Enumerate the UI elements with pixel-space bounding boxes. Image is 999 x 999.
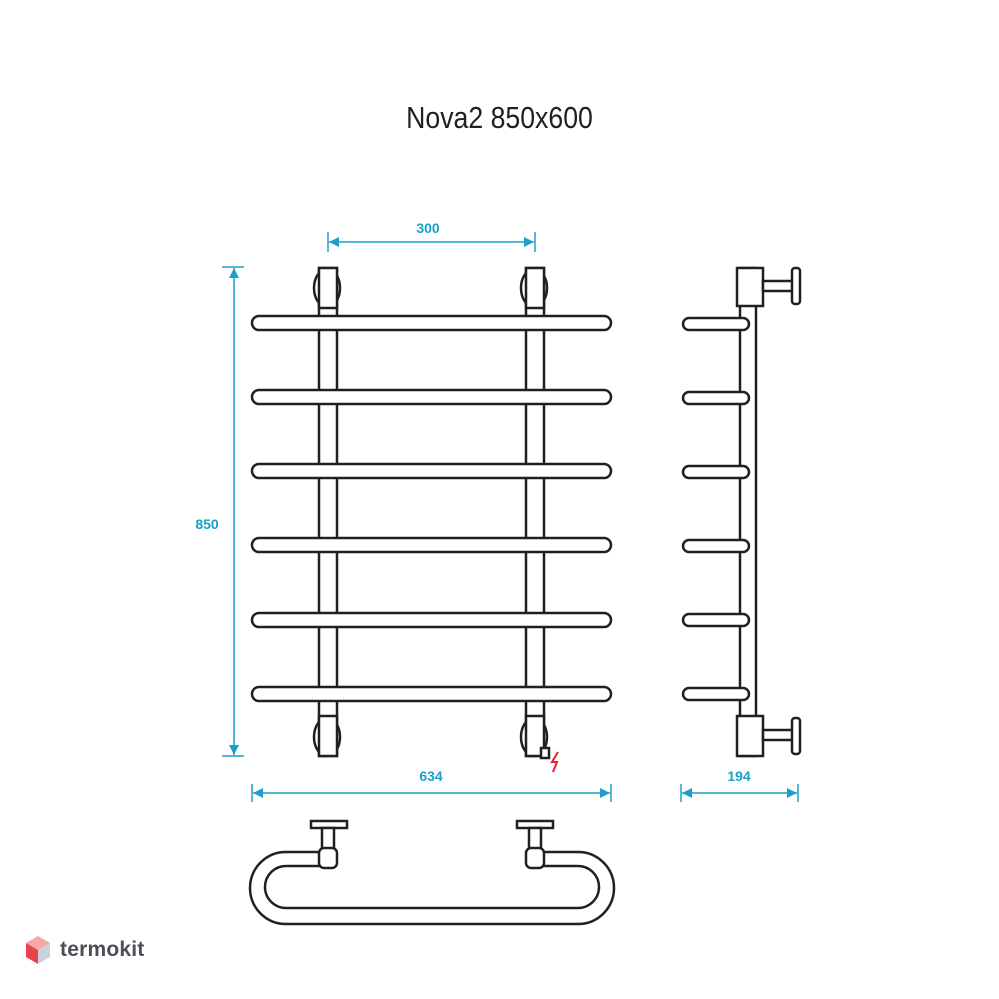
side-view (681, 266, 802, 758)
dim-label-width: 634 (419, 768, 443, 784)
top-inner-loop (263, 864, 601, 910)
hexagon-cube-logo-icon (26, 936, 50, 964)
dim-label-depth: 194 (727, 768, 751, 784)
top-left-bracket (309, 819, 349, 870)
top-outer-loop (248, 850, 616, 926)
side-rung (681, 686, 751, 702)
side-rung (681, 316, 751, 332)
dim-label-axis-spacing: 300 (416, 220, 440, 236)
rung (250, 685, 613, 703)
rung (250, 462, 613, 480)
top-view (248, 819, 616, 926)
top-left-mount (312, 266, 342, 310)
dimensions (222, 232, 799, 802)
side-rung (681, 390, 751, 406)
bottom-right-mount (519, 714, 551, 760)
rung (250, 611, 613, 629)
brand-name: termokit (60, 938, 145, 961)
side-rung (681, 538, 751, 554)
rung (250, 388, 613, 406)
right-collector (524, 266, 546, 758)
front-view (250, 266, 613, 760)
rung (250, 536, 613, 554)
left-collector (317, 266, 339, 758)
top-right-bracket (515, 819, 555, 870)
side-bottom-mount (735, 714, 802, 758)
side-top-mount (735, 266, 802, 308)
page-title: Nova2 850x600 (406, 100, 593, 135)
bottom-left-mount (312, 714, 342, 758)
top-right-mount (519, 266, 549, 310)
rung (250, 314, 613, 332)
side-rung (681, 612, 751, 628)
side-rung (681, 464, 751, 480)
lightning-bolt-icon (550, 751, 559, 773)
side-riser (738, 266, 758, 758)
dim-label-height: 850 (195, 516, 219, 532)
